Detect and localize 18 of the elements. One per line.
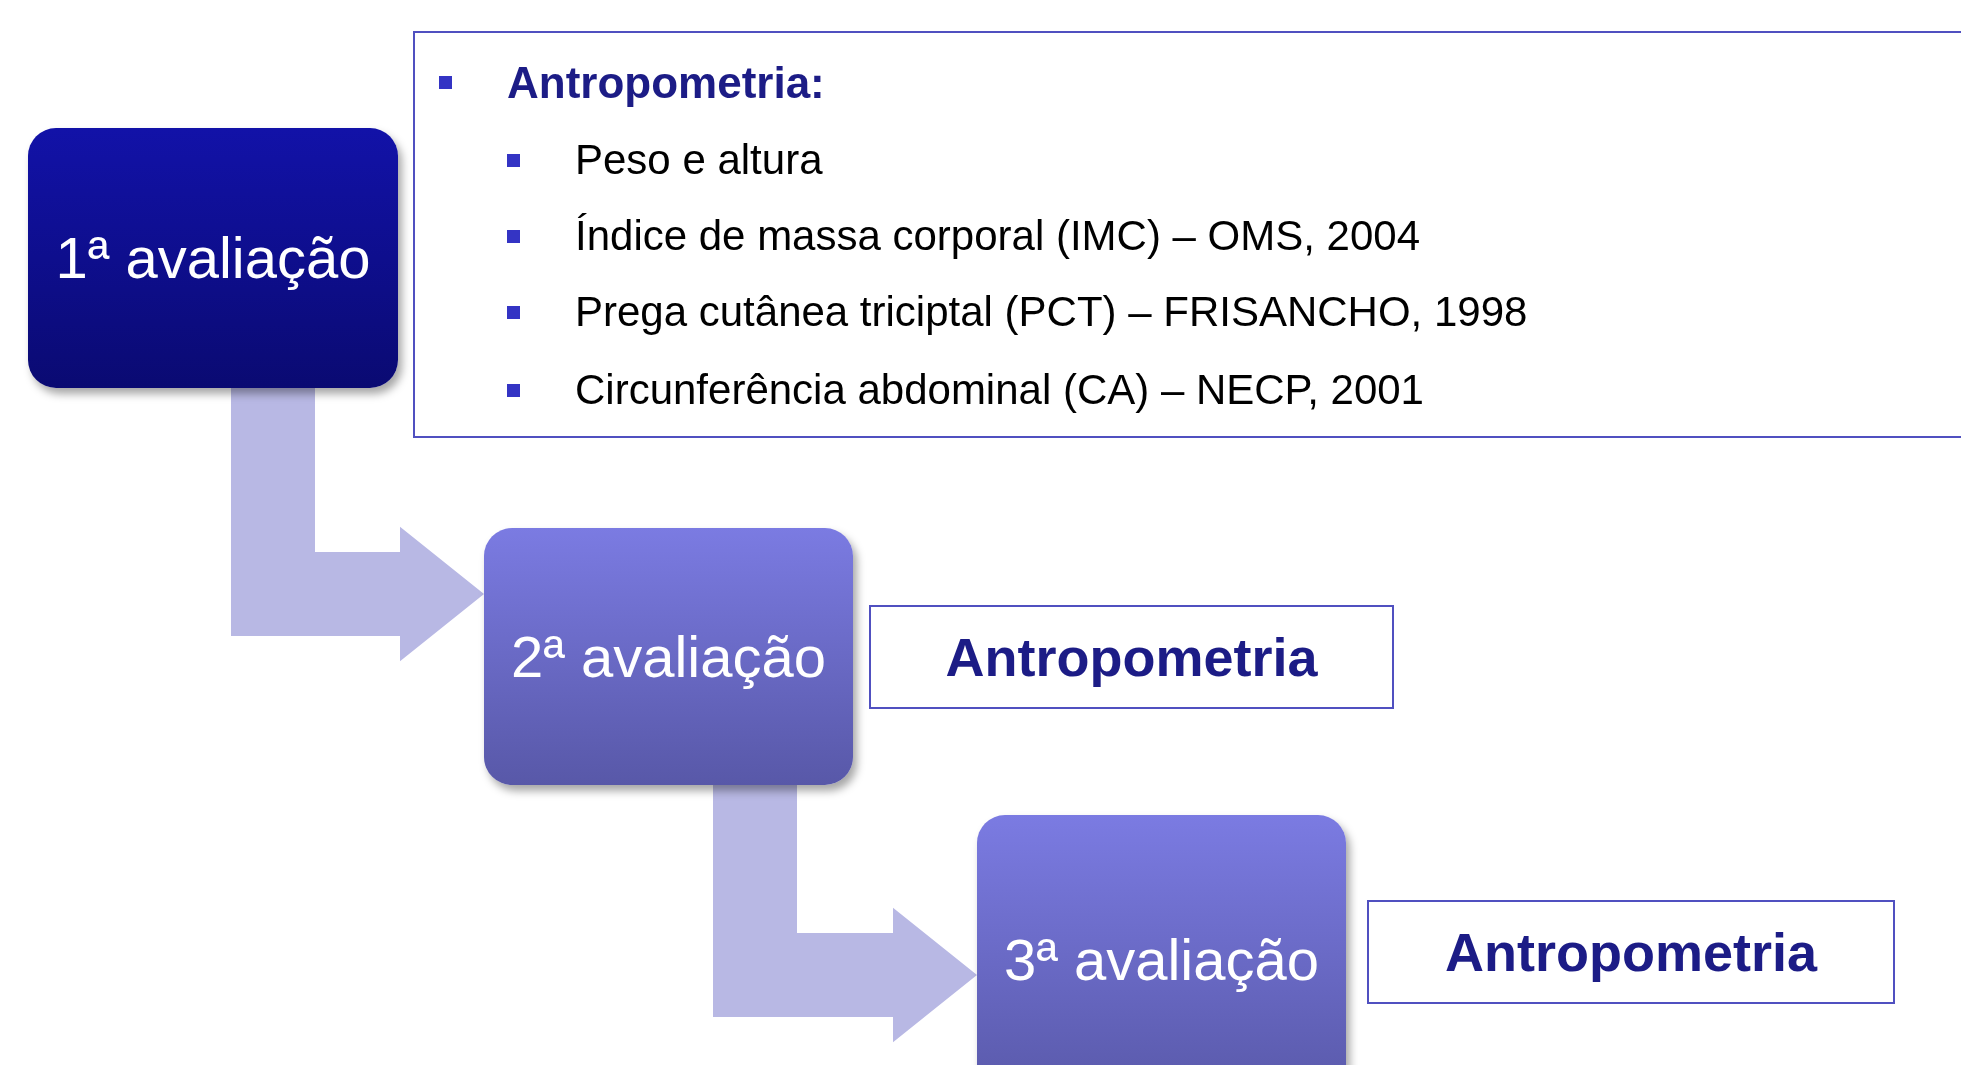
label-text: Antropometria — [1445, 921, 1817, 983]
step-box — [977, 815, 1346, 1065]
step-label: 3ª avaliação — [1004, 928, 1319, 992]
bent-arrow — [713, 785, 977, 1043]
list-item: Peso e altura — [575, 139, 823, 181]
bent-arrow — [231, 388, 484, 662]
list-item: Circunferência abdominal (CA) – NECP, 2001 — [575, 369, 1424, 411]
label-box — [1367, 900, 1895, 1004]
bullet-list-box — [413, 31, 1961, 438]
list-heading: Antropometria: — [507, 61, 825, 105]
step-box — [484, 528, 853, 785]
label-box — [869, 605, 1394, 709]
step-label: 2ª avaliação — [511, 624, 826, 689]
list-item: Índice de massa corporal (IMC) – OMS, 2004 — [575, 215, 1420, 257]
list-item: Prega cutânea triciptal (PCT) – FRISANCHO, 1998 — [575, 291, 1528, 333]
label-text: Antropometria — [945, 626, 1318, 688]
step-label: 1ª avaliação — [55, 226, 371, 290]
step-box — [28, 128, 398, 388]
